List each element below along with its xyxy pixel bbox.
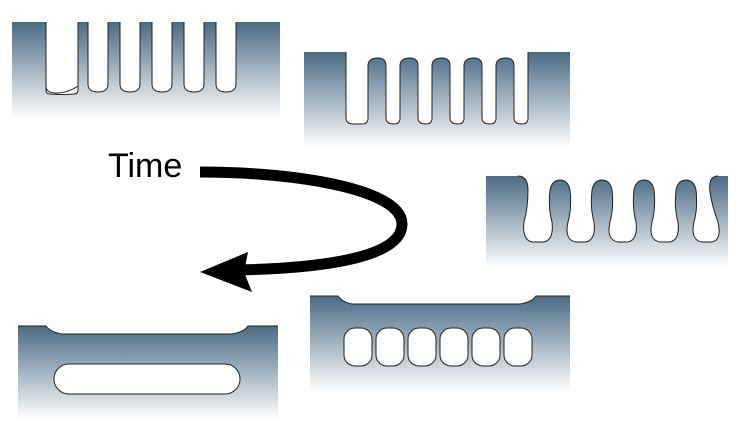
trench <box>215 20 237 93</box>
surface-outline <box>310 295 570 305</box>
trench <box>87 20 109 93</box>
void-group <box>343 327 533 367</box>
void <box>439 327 469 367</box>
trench-mask <box>12 0 280 22</box>
trench <box>119 20 141 93</box>
merged-void <box>53 363 241 395</box>
time-arrow <box>199 166 408 292</box>
stage-3-necked-trenches <box>486 170 728 268</box>
time-label: Time <box>108 147 183 185</box>
trench <box>183 20 205 93</box>
stage-4-enclosed-voids <box>310 295 570 392</box>
void <box>503 327 533 367</box>
trench-outline <box>45 22 79 94</box>
void <box>471 327 501 367</box>
arrow-head <box>200 252 252 292</box>
substrate-block <box>304 52 570 148</box>
substrate-block <box>486 176 728 268</box>
surface-outline <box>18 325 278 335</box>
stage-2-rounded-trenches <box>304 46 570 148</box>
void <box>343 327 373 367</box>
void <box>407 327 437 367</box>
void <box>375 327 405 367</box>
trench-outline <box>345 52 529 125</box>
top-surface <box>486 170 728 242</box>
trench-group <box>45 18 237 95</box>
top-surface <box>304 46 570 124</box>
stage-1-deep-trenches <box>12 0 280 118</box>
trench <box>45 22 79 95</box>
trench-outline <box>517 175 720 243</box>
arrow-shaft <box>199 166 408 276</box>
trench <box>151 20 173 93</box>
stage-5-merged-cavity <box>18 325 278 420</box>
